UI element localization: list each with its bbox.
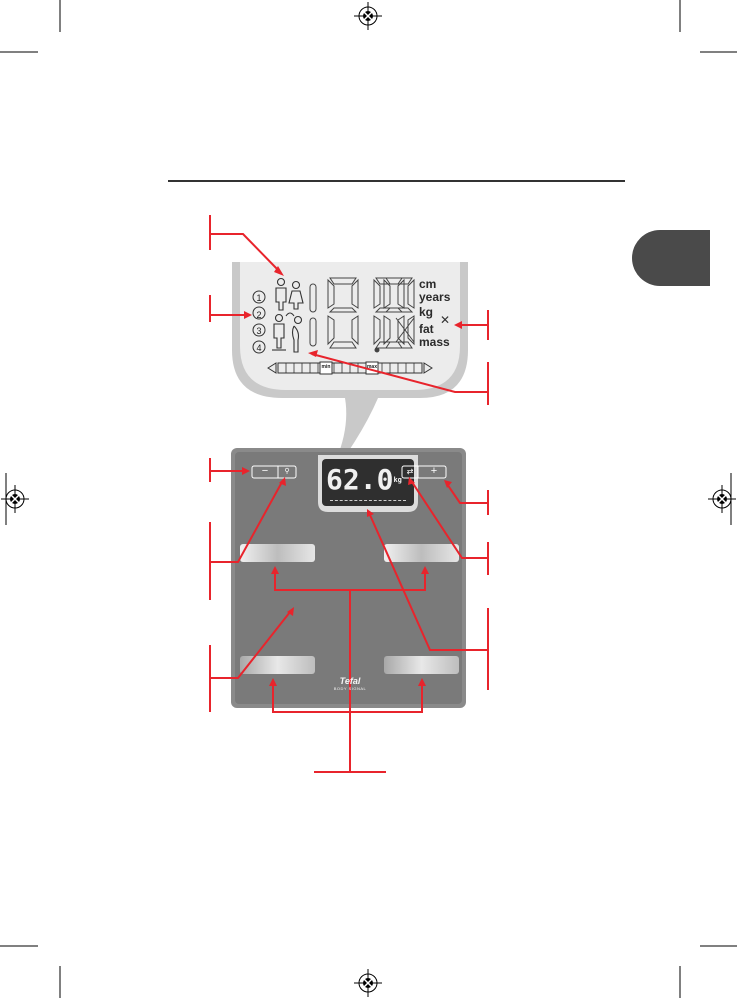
scale-brand: Tefal BODY SIGNAL [320,676,380,691]
registration-mark-bottom [354,969,382,997]
scale-left-buttons [251,465,297,479]
user-number-3: 3 [256,326,262,337]
unit-cm: cm [419,277,437,291]
electrode-bottom-left [240,656,315,674]
scale-body [231,448,466,708]
lcd-user-number-labels: 1 2 3 4 [253,290,265,357]
unit-mass: mass [419,335,450,349]
unit-kg: kg [419,305,434,319]
user-select-icon[interactable]: ⚲ [284,468,290,475]
display-reading: 62.0 [326,463,394,496]
bar-min-label: min [321,364,331,370]
scale-right-buttons [401,465,447,479]
user-number-4: 4 [256,343,262,354]
language-tab [632,230,710,286]
enter-icon[interactable]: ⇄ [406,467,414,476]
body-type-icons [272,277,304,353]
user-number-1: 1 [256,293,262,303]
callout-arrowheads [242,266,462,686]
bar-max-label: max [366,364,377,370]
electrode-top-left [240,544,315,562]
electrode-top-right [384,544,459,562]
unit-years: years [419,290,451,304]
lcd-user-numbers [252,290,266,354]
display-unit: kg [393,476,402,484]
lcd-progress-bar [267,361,433,375]
display-bar [330,500,406,505]
lcd-digit-segments [309,277,415,353]
scale-display: 62.0kg [326,463,406,499]
lcd-unit-labels: cm years kg fat mass [419,278,450,349]
minus-button[interactable]: − [261,465,269,477]
callout-lines [209,215,489,773]
registration-mark-left [1,485,29,513]
fat-mass-icon: ✕ [440,313,451,327]
user-number-2: 2 [256,309,262,320]
electrode-bottom-right [384,656,459,674]
unit-fat: fat [419,322,434,336]
brand-name: Tefal [339,676,361,686]
registration-mark-top [354,2,382,30]
model-name: BODY SIGNAL [333,686,367,691]
plus-button[interactable]: + [430,465,438,477]
registration-mark-right [708,485,736,513]
